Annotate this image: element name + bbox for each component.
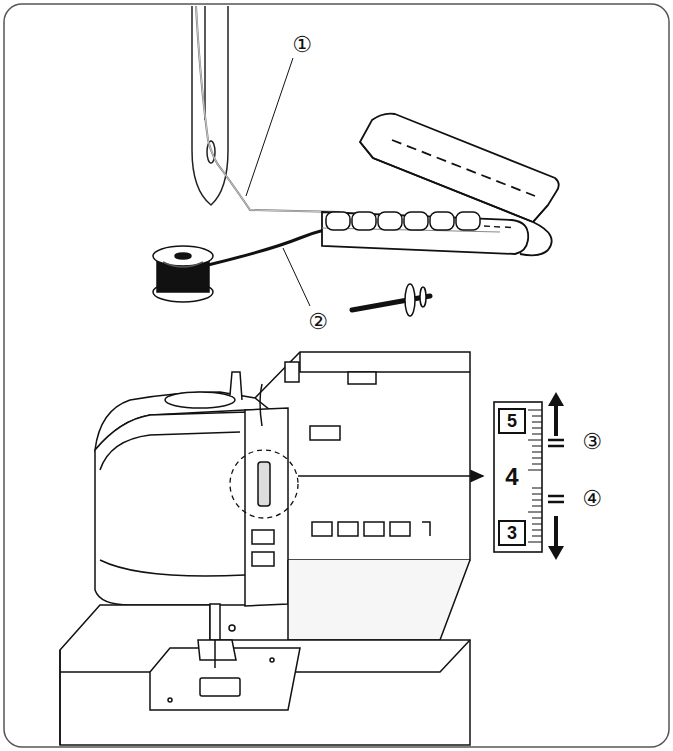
dial-number: 3 bbox=[507, 524, 517, 542]
dial-box: 5 bbox=[498, 408, 526, 434]
callout-number: ③ bbox=[581, 430, 603, 454]
callout-number: ① bbox=[291, 33, 313, 57]
callout-number: ② bbox=[307, 310, 329, 334]
dial-box: 3 bbox=[498, 520, 526, 546]
dial-number: 5 bbox=[507, 412, 517, 430]
callout-number: ④ bbox=[581, 487, 603, 511]
dial-number: 4 bbox=[503, 465, 520, 489]
